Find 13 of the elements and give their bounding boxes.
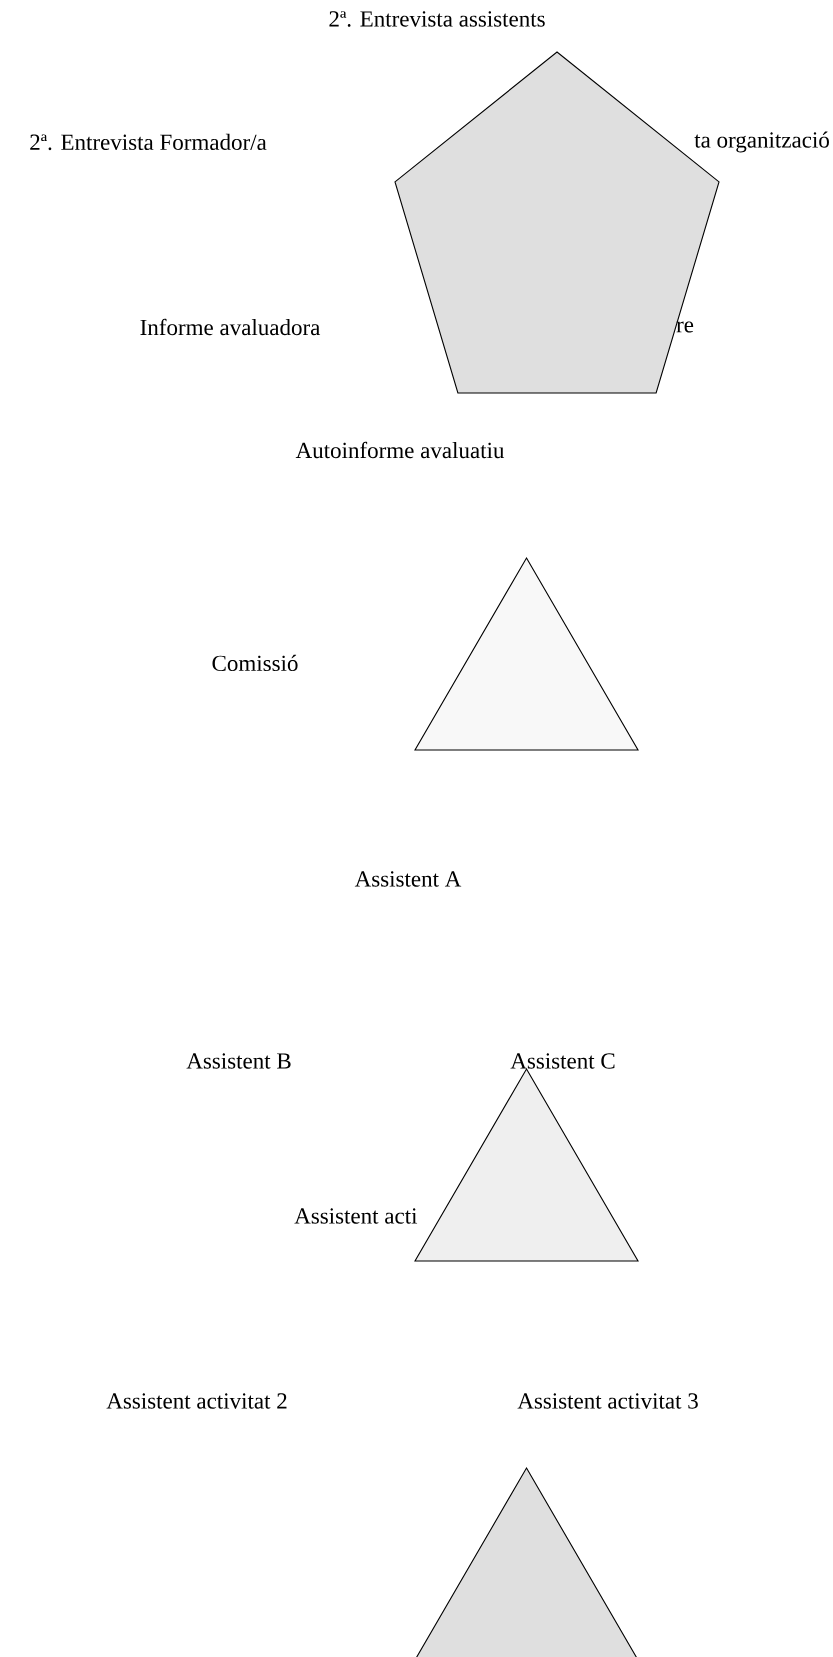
- label-text: Assistent C: [510, 1053, 615, 1069]
- label-text: Autoinforme avaluatiu: [295, 441, 505, 459]
- label-text: re: [676, 321, 694, 333]
- label-text: Assistent activitat 2: [106, 1393, 287, 1409]
- label-text: Comissió: [212, 654, 298, 672]
- label-text: 2ª. Entrevista Formador/a: [30, 133, 267, 151]
- label-text: 2ª. Entrevista assistents: [329, 11, 545, 27]
- label-text: Assistent activitat 3: [517, 1393, 698, 1409]
- label-text: Assistent B: [186, 1053, 291, 1069]
- label-text: Assistent A: [354, 871, 462, 887]
- label-text: Informe avaluadora: [140, 318, 321, 336]
- label-text: Assistent acti: [294, 1208, 418, 1224]
- label-text: ta organització: [694, 131, 829, 153]
